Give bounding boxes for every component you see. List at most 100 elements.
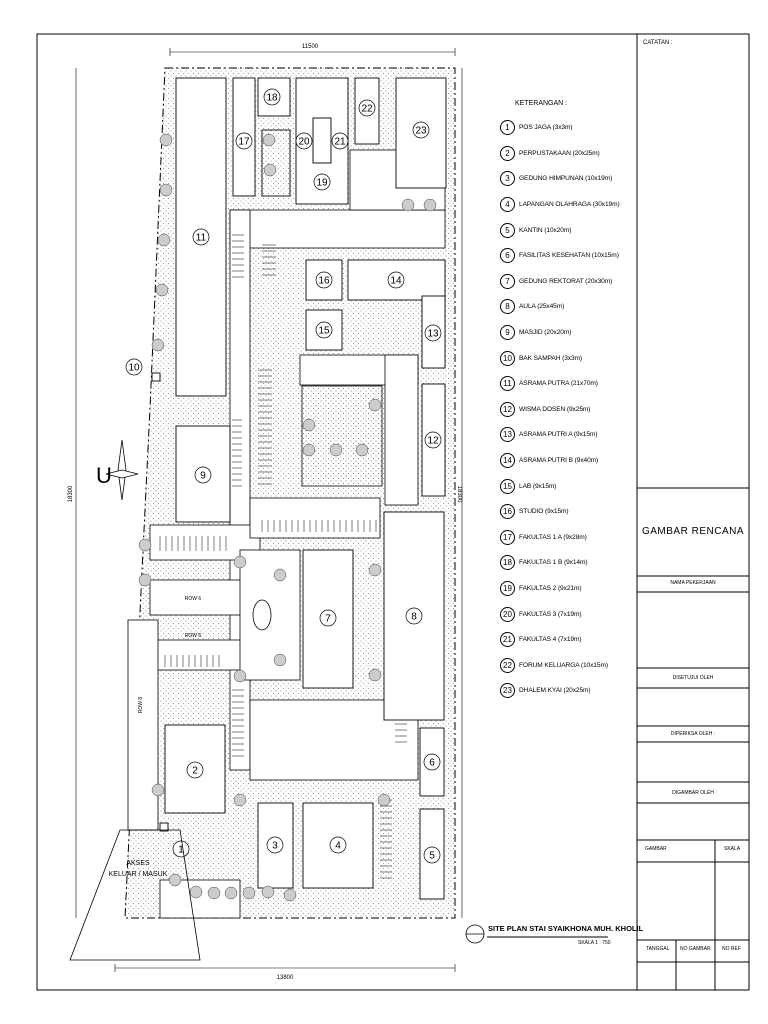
svg-text:6: 6	[429, 758, 435, 769]
buildings	[151, 77, 447, 900]
legend-label: FAKULTAS 3 (7x19m)	[519, 610, 582, 618]
building-number-16: 16	[315, 271, 333, 289]
legend-number: 16	[500, 504, 515, 520]
title-symbol-icon	[465, 924, 608, 944]
legend-number: 4	[500, 197, 515, 213]
tree-icon	[224, 886, 238, 900]
access-gate	[69, 829, 201, 961]
building-number-18: 18	[263, 88, 281, 106]
legend-number: 11	[500, 376, 515, 392]
building-number-6: 6	[423, 753, 441, 771]
building-number-8: 8	[405, 607, 423, 625]
legend-number: 7	[500, 273, 515, 289]
tree-icon	[157, 233, 171, 247]
building-number-10: 10	[125, 358, 143, 376]
legend-label: KANTIN (10x20m)	[519, 226, 572, 234]
drawing-title: SITE PLAN STAI SYAIKHONA MUH. KHOLIL	[488, 924, 644, 933]
building-number-1: 1	[172, 840, 190, 858]
legend-number: 18	[500, 555, 515, 571]
tree-icon	[151, 783, 165, 797]
tb-nama-pekerjaan: NAMA PEKERJAAN	[670, 580, 716, 586]
tree-icon	[368, 563, 382, 577]
legend-number: 21	[500, 632, 515, 648]
road-label-b: ROW 6	[185, 633, 202, 639]
building-number-9: 9	[194, 466, 212, 484]
building-number-21: 21	[331, 132, 349, 150]
svg-text:1: 1	[178, 845, 184, 856]
legend-label: FAKULTAS 1 A (9x28m)	[519, 533, 587, 541]
trees	[138, 133, 437, 902]
svg-text:18: 18	[266, 93, 278, 104]
legend-number: 6	[500, 248, 515, 264]
legend-label: FAKULTAS 2 (9x21m)	[519, 584, 582, 592]
tree-icon	[151, 338, 165, 352]
legend-number: 3	[500, 171, 515, 187]
building-number-20: 20	[295, 132, 313, 150]
legend-label: ASRAMA PUTRI B (9x40m)	[519, 457, 599, 465]
tree-icon	[273, 653, 287, 667]
legend-number: 2	[500, 145, 515, 161]
tree-icon	[302, 443, 316, 457]
legend-number: 5	[500, 222, 515, 238]
legend-label: FASILITAS KESEHATAN (10x15m)	[519, 252, 619, 260]
legend-item: 17 FAKULTAS 1 A (9x28m)	[500, 525, 636, 551]
svg-text:11: 11	[196, 233, 207, 244]
legend-number: 1	[500, 120, 515, 136]
svg-text:10: 10	[128, 363, 140, 374]
tree-icon	[368, 668, 382, 682]
tree-icon	[355, 443, 369, 457]
building-18-court	[261, 129, 291, 197]
tree-icon	[283, 888, 297, 902]
legend-label: PERPUSTAKAAN (20x25m)	[519, 149, 600, 157]
svg-text:12: 12	[427, 436, 439, 447]
svg-text:17: 17	[238, 137, 250, 148]
tb-gambar-rencana: GAMBAR RENCANA	[641, 526, 744, 537]
legend-number: 15	[500, 478, 515, 494]
dim-bottom: 13800	[277, 975, 294, 981]
svg-text:8: 8	[411, 612, 417, 623]
legend-item: 6 FASILITAS KESEHATAN (10x15m)	[500, 243, 636, 269]
building-number-15: 15	[315, 321, 333, 339]
legend-label: BAK SAMPAH (3x3m)	[519, 354, 583, 362]
svg-text:9: 9	[200, 471, 206, 482]
road-label-a: ROW 6	[185, 596, 202, 602]
svg-text:20: 20	[298, 137, 310, 148]
legend-label: MASJID (20x20m)	[519, 329, 572, 337]
tree-icon	[159, 183, 173, 197]
building-number-22: 22	[358, 99, 376, 117]
legend-number: 22	[500, 657, 515, 673]
legend-label: POS JAGA (3x3m)	[519, 124, 573, 132]
dim-width: 11500	[302, 44, 319, 50]
tree-icon	[261, 885, 275, 899]
legend-label: DHALEM KYAI (20x25m)	[519, 687, 591, 695]
legend-number: 17	[500, 529, 515, 545]
tree-icon	[242, 886, 256, 900]
building-number-5: 5	[423, 846, 441, 864]
tree-icon	[273, 568, 287, 582]
tb-no-gambar: NO GAMBAR	[680, 946, 711, 952]
svg-text:23: 23	[415, 126, 427, 137]
svg-text:19: 19	[316, 178, 328, 189]
legend-label: AULA (25x45m)	[519, 303, 565, 311]
svg-text:3: 3	[272, 841, 278, 852]
tree-icon	[368, 398, 382, 412]
tree-icon	[233, 555, 247, 569]
north-label: U	[96, 463, 112, 488]
tb-gambar: GAMBAR	[645, 846, 667, 852]
building-number-3: 3	[266, 836, 284, 854]
tb-skala: SKALA	[724, 846, 741, 852]
